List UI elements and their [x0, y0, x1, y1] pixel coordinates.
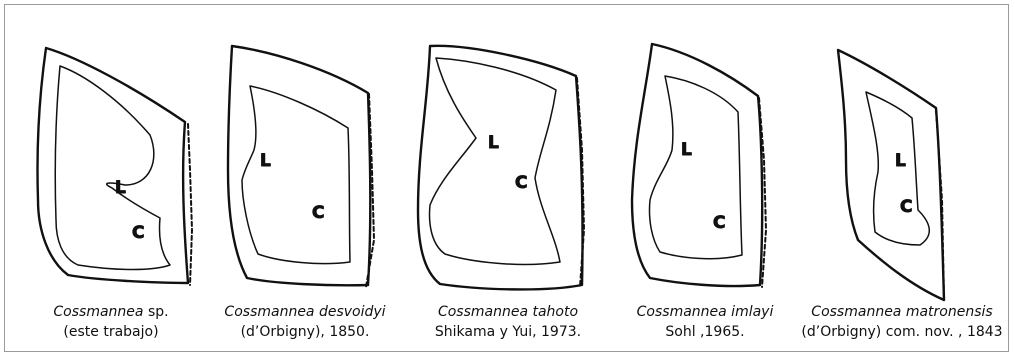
specimen-2-label-l: L [260, 151, 271, 171]
caption-5-line-1: Cossmannea matronensis [801, 302, 1002, 322]
caption-1-line-2: (este trabajo) [53, 322, 168, 342]
caption-2-species-name: Cossmannea desvoidyi [224, 304, 385, 320]
specimen-3-outline [418, 46, 584, 290]
caption-specimen-2: Cossmannea desvoidyi (d’Orbigny), 1850. [224, 302, 385, 342]
specimen-1-outline [37, 48, 192, 285]
specimen-2-label-c: C [312, 203, 324, 223]
caption-5-species-name: Cossmannea matronensis [811, 304, 992, 320]
caption-1-species-name: Cossmannea [53, 304, 143, 320]
specimen-4-label-c: C [713, 213, 725, 233]
specimen-1-label-l: L [115, 178, 126, 198]
caption-3-species-name: Cossmannea tahoto [438, 304, 578, 320]
specimen-5-outline [838, 50, 944, 300]
specimen-2-outline [228, 46, 374, 287]
caption-specimen-4: Cossmannea imlayi Sohl ,1965. [637, 302, 774, 342]
caption-1-species-suffix: sp. [144, 304, 169, 320]
caption-specimen-3: Cossmannea tahoto Shikama y Yui, 1973. [435, 302, 581, 342]
caption-4-line-1: Cossmannea imlayi [637, 302, 774, 322]
caption-2-line-2: (d’Orbigny), 1850. [224, 322, 385, 342]
caption-specimen-1: Cossmannea sp. (este trabajo) [53, 302, 168, 342]
caption-1-line-1: Cossmannea sp. [53, 302, 168, 322]
caption-4-line-2: Sohl ,1965. [637, 322, 774, 342]
caption-specimen-5: Cossmannea matronensis (d’Orbigny) com. … [801, 302, 1002, 342]
caption-3-line-2: Shikama y Yui, 1973. [435, 322, 581, 342]
specimen-3-label-l: L [488, 133, 499, 153]
caption-4-species-name: Cossmannea imlayi [637, 304, 774, 320]
specimen-1-label-c: C [132, 223, 144, 243]
specimen-4-outline [632, 44, 766, 287]
specimen-4-label-l: L [681, 140, 692, 160]
specimen-5-label-l: L [895, 151, 906, 171]
specimen-5-label-c: C [900, 197, 912, 217]
specimen-3-label-c: C [515, 173, 527, 193]
caption-2-line-1: Cossmannea desvoidyi [224, 302, 385, 322]
caption-3-line-1: Cossmannea tahoto [435, 302, 581, 322]
caption-5-line-2: (d’Orbigny) com. nov. , 1843 [801, 322, 1002, 342]
